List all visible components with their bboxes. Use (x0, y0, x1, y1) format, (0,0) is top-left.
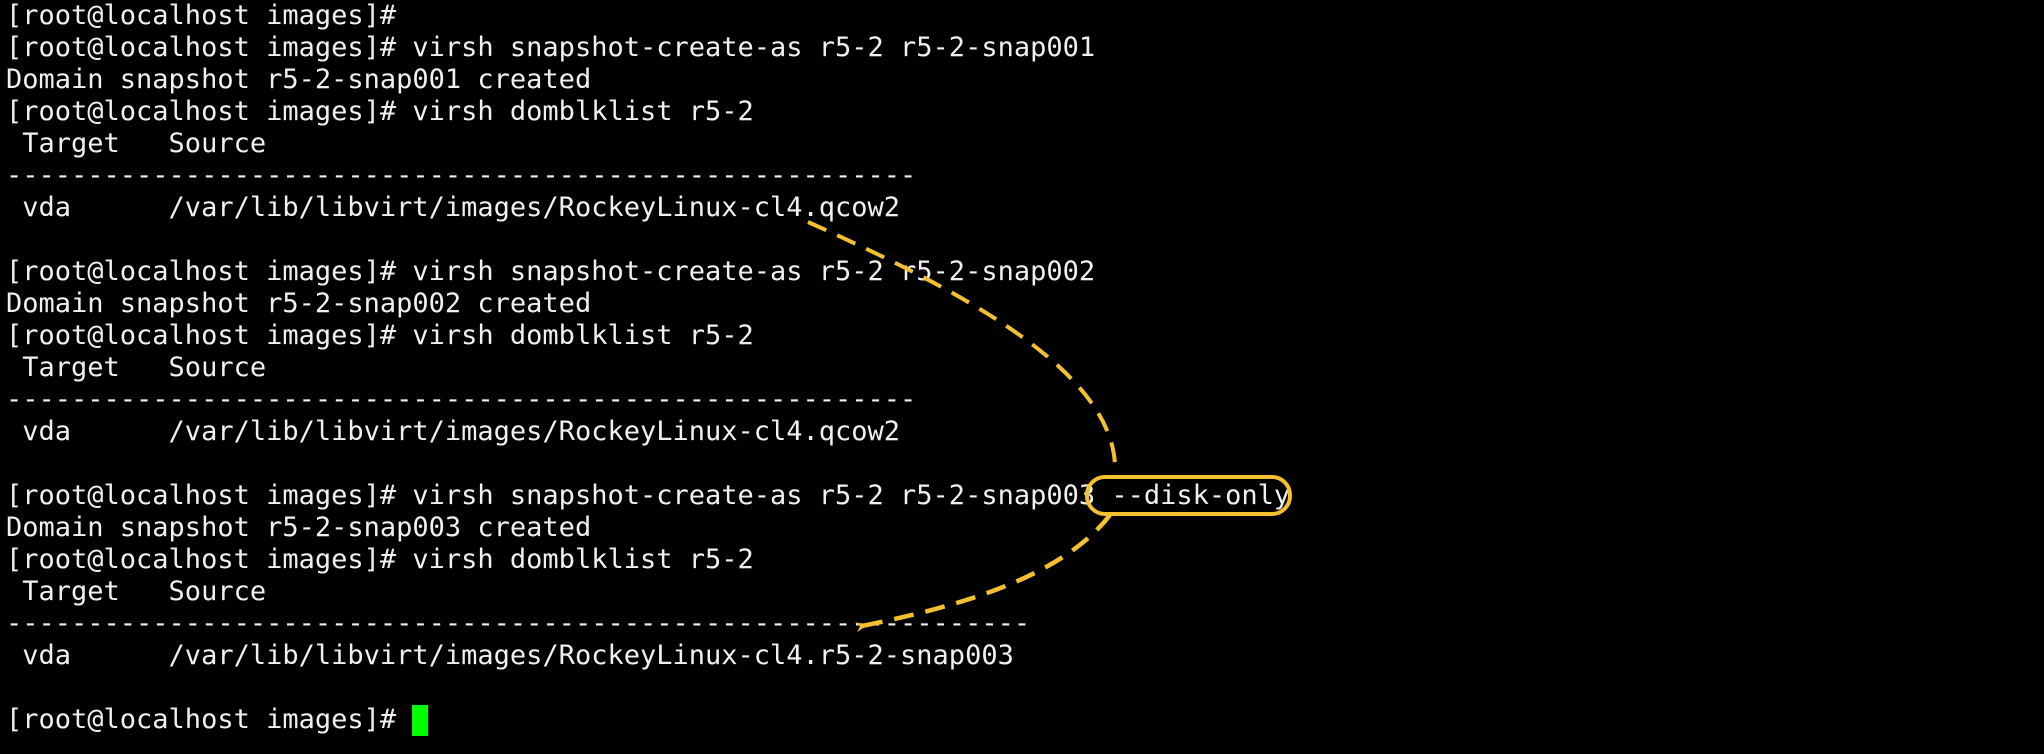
terminal-line: [root@localhost images]# (6, 704, 1290, 736)
terminal-line: [root@localhost images]# (6, 0, 397, 31)
terminal-line: [root@localhost images]# virsh snapshot-… (6, 256, 1096, 287)
terminal-line: Domain snapshot r5-2-snap002 created (6, 288, 592, 319)
terminal-line: Domain snapshot r5-2-snap003 created (6, 512, 592, 543)
terminal-line: vda /var/lib/libvirt/images/RockeyLinux-… (6, 192, 901, 223)
terminal-line: ----------------------------------------… (6, 160, 917, 191)
terminal-line: [root@localhost images]# virsh snapshot-… (6, 32, 1096, 63)
terminal-line: [root@localhost images]# virsh domblklis… (6, 96, 754, 127)
terminal-line: vda /var/lib/libvirt/images/RockeyLinux-… (6, 640, 1014, 671)
terminal-line: Domain snapshot r5-2-snap001 created (6, 64, 592, 95)
cursor-block (412, 705, 429, 736)
dashed-arrow-lower (855, 513, 1112, 633)
terminal-line: [root@localhost images]# virsh domblklis… (6, 544, 754, 575)
terminal-line: ----------------------------------------… (6, 384, 917, 415)
terminal-output[interactable]: [root@localhost images]#[root@localhost … (6, 0, 1290, 736)
terminal-line: Target Source (6, 576, 267, 607)
terminal-line: vda /var/lib/libvirt/images/RockeyLinux-… (6, 416, 901, 447)
terminal-line: [root@localhost images]# virsh snapshot-… (6, 480, 1291, 511)
terminal-line: Target Source (6, 128, 267, 159)
terminal-line: [root@localhost images]# virsh domblklis… (6, 320, 754, 351)
highlight-oval-disk-only (1085, 475, 1292, 516)
terminal-line: Target Source (6, 352, 267, 383)
dashed-arrow-upper (807, 220, 1117, 467)
